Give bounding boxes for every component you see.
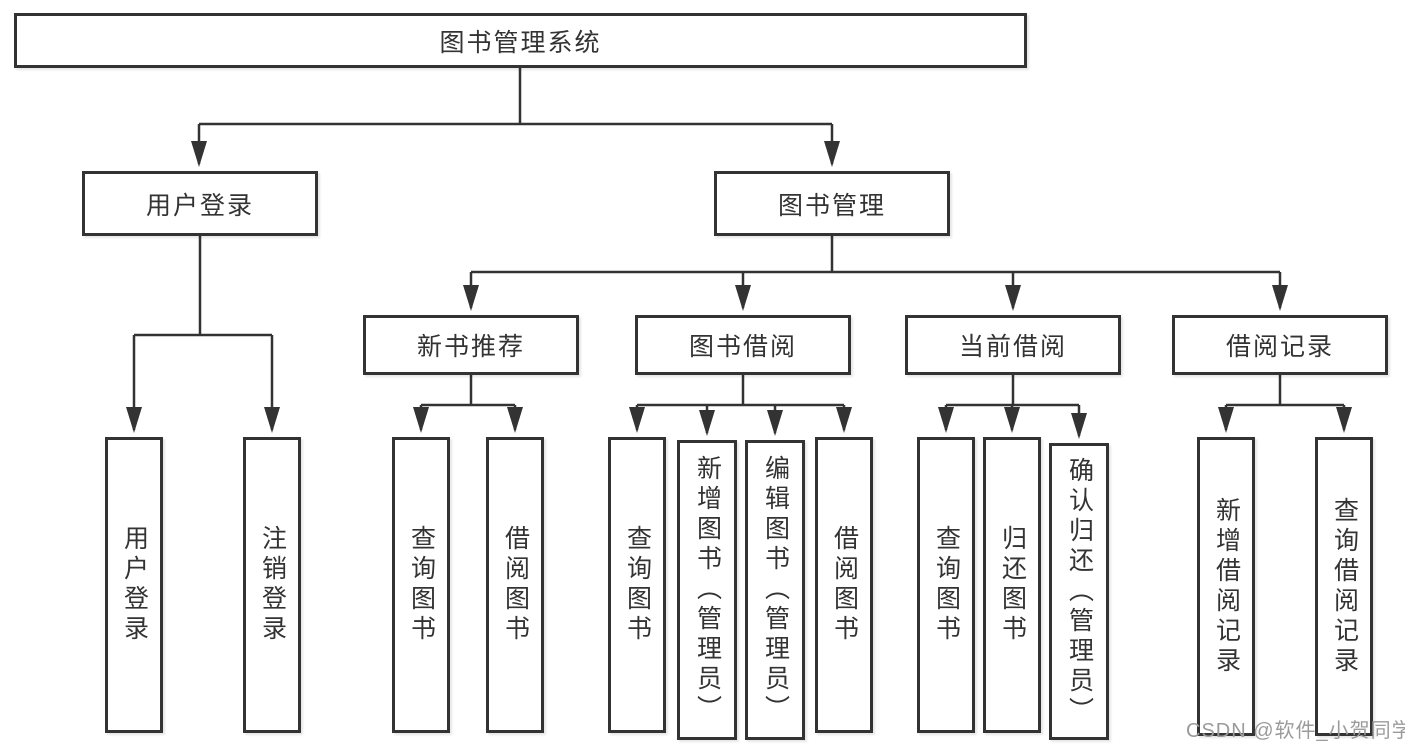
node-label: 图书借阅 [688, 333, 797, 361]
leaf-label: 确认归还（管理员） [1065, 456, 1094, 727]
node-borrowing-records: 借阅记录 [1172, 315, 1388, 375]
node-book-management: 图书管理 [714, 171, 950, 236]
leaf-query-books-borrow: 查询图书 [608, 437, 666, 733]
leaf-borrow-books-recommend: 借阅图书 [486, 437, 544, 733]
leaf-user-login: 用户登录 [105, 437, 163, 733]
leaf-return-books: 归还图书 [983, 437, 1041, 733]
leaf-label: 用户登录 [120, 525, 149, 645]
node-label: 新书推荐 [416, 333, 525, 361]
leaf-label: 查询图书 [932, 525, 961, 645]
leaf-label: 查询借阅记录 [1330, 496, 1359, 677]
node-label: 图书管理系统 [439, 28, 602, 57]
leaf-add-borrow-record: 新增借阅记录 [1197, 437, 1255, 736]
node-label: 图书管理 [777, 191, 886, 220]
node-book-borrowing: 图书借阅 [635, 315, 851, 375]
node-label: 用户登录 [145, 191, 254, 220]
node-root: 图书管理系统 [14, 13, 1027, 68]
leaf-label: 归还图书 [998, 525, 1027, 645]
leaf-label: 借阅图书 [501, 525, 530, 645]
leaf-query-books-current: 查询图书 [917, 437, 975, 733]
node-new-book-recommendation: 新书推荐 [363, 315, 579, 375]
leaf-add-books-admin: 新增图书（管理员） [677, 440, 737, 740]
leaf-label: 编辑图书（管理员） [761, 455, 790, 725]
leaf-label: 查询图书 [623, 525, 652, 645]
node-label: 借阅记录 [1225, 333, 1334, 361]
leaf-logout: 注销登录 [243, 437, 301, 733]
node-user-login: 用户登录 [82, 171, 318, 236]
leaf-label: 新增借阅记录 [1212, 496, 1241, 677]
leaf-query-books-recommend: 查询图书 [392, 437, 450, 733]
leaf-label: 新增图书（管理员） [693, 455, 722, 725]
leaf-query-borrow-record: 查询借阅记录 [1315, 437, 1373, 736]
leaf-borrow-books: 借阅图书 [815, 437, 873, 733]
node-current-borrowing: 当前借阅 [905, 315, 1121, 375]
leaf-edit-books-admin: 编辑图书（管理员） [745, 440, 805, 740]
watermark-text: CSDN @软件_小贺同学 [1186, 720, 1405, 742]
leaf-label: 借阅图书 [830, 525, 859, 645]
leaf-label: 注销登录 [258, 525, 287, 645]
node-label: 当前借阅 [958, 333, 1067, 361]
leaf-confirm-return-admin: 确认归还（管理员） [1049, 443, 1109, 740]
leaf-label: 查询图书 [407, 525, 436, 645]
